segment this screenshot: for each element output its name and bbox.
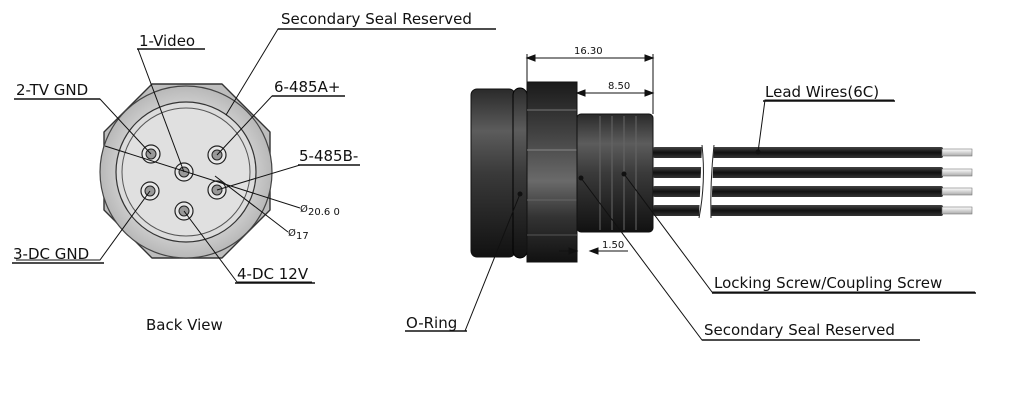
o-ring	[512, 87, 528, 259]
back-view-title: Back View	[146, 316, 223, 334]
side-view: 16.30 8.50 1.50 Lead Wires(6C) Locking S…	[405, 46, 976, 341]
back-view-underlines	[12, 28, 496, 284]
dimension-gap: 1.50	[602, 240, 624, 251]
leader-dots	[517, 149, 761, 197]
pin-3-label: 3-DC GND	[13, 245, 89, 263]
dimension-lines	[525, 54, 655, 256]
diameter-inner-value: 17	[296, 231, 309, 242]
lead-wire-3	[653, 186, 943, 197]
o-ring-label: O-Ring	[406, 314, 457, 332]
pin-1-label: 1-Video	[139, 32, 195, 50]
lead-wire-2-conductor	[941, 168, 973, 177]
pin-2-label: 2-TV GND	[16, 81, 88, 99]
dimension-length: 16.30	[574, 46, 603, 57]
diameter-inner-symbol: Ø	[288, 227, 296, 239]
pin-6-label: 6-485A+	[274, 78, 340, 96]
threaded-body	[576, 113, 654, 233]
lead-wire-4	[653, 205, 943, 216]
lead-wire-3-conductor	[941, 187, 973, 196]
secondary-seal-label-side: Secondary Seal Reserved	[704, 321, 895, 339]
lead-wire-1-conductor	[941, 148, 973, 157]
lead-wire-4-conductor	[941, 206, 973, 215]
lead-wires-label: Lead Wires(6C)	[765, 83, 879, 101]
lead-wire-1	[653, 147, 943, 158]
wire-break-marks	[699, 145, 714, 218]
diameter-outer-value: 20.6 0	[308, 207, 340, 218]
front-flange	[470, 88, 516, 258]
pin-4-label: 4-DC 12V	[237, 265, 309, 283]
back-view: 1-Video Secondary Seal Reserved 2-TV GND…	[12, 10, 496, 334]
secondary-seal-label-back: Secondary Seal Reserved	[281, 10, 472, 28]
lead-wire-2	[653, 167, 943, 178]
lead-wires	[653, 144, 973, 219]
diameter-outer-symbol: Ø	[300, 203, 308, 215]
side-view-underlines	[405, 100, 976, 341]
pin-5-label: 5-485B-	[299, 147, 358, 165]
dimension-thread: 8.50	[608, 81, 630, 92]
hex-coupling	[526, 81, 578, 263]
locking-screw-label: Locking Screw/Coupling Screw	[714, 274, 942, 292]
